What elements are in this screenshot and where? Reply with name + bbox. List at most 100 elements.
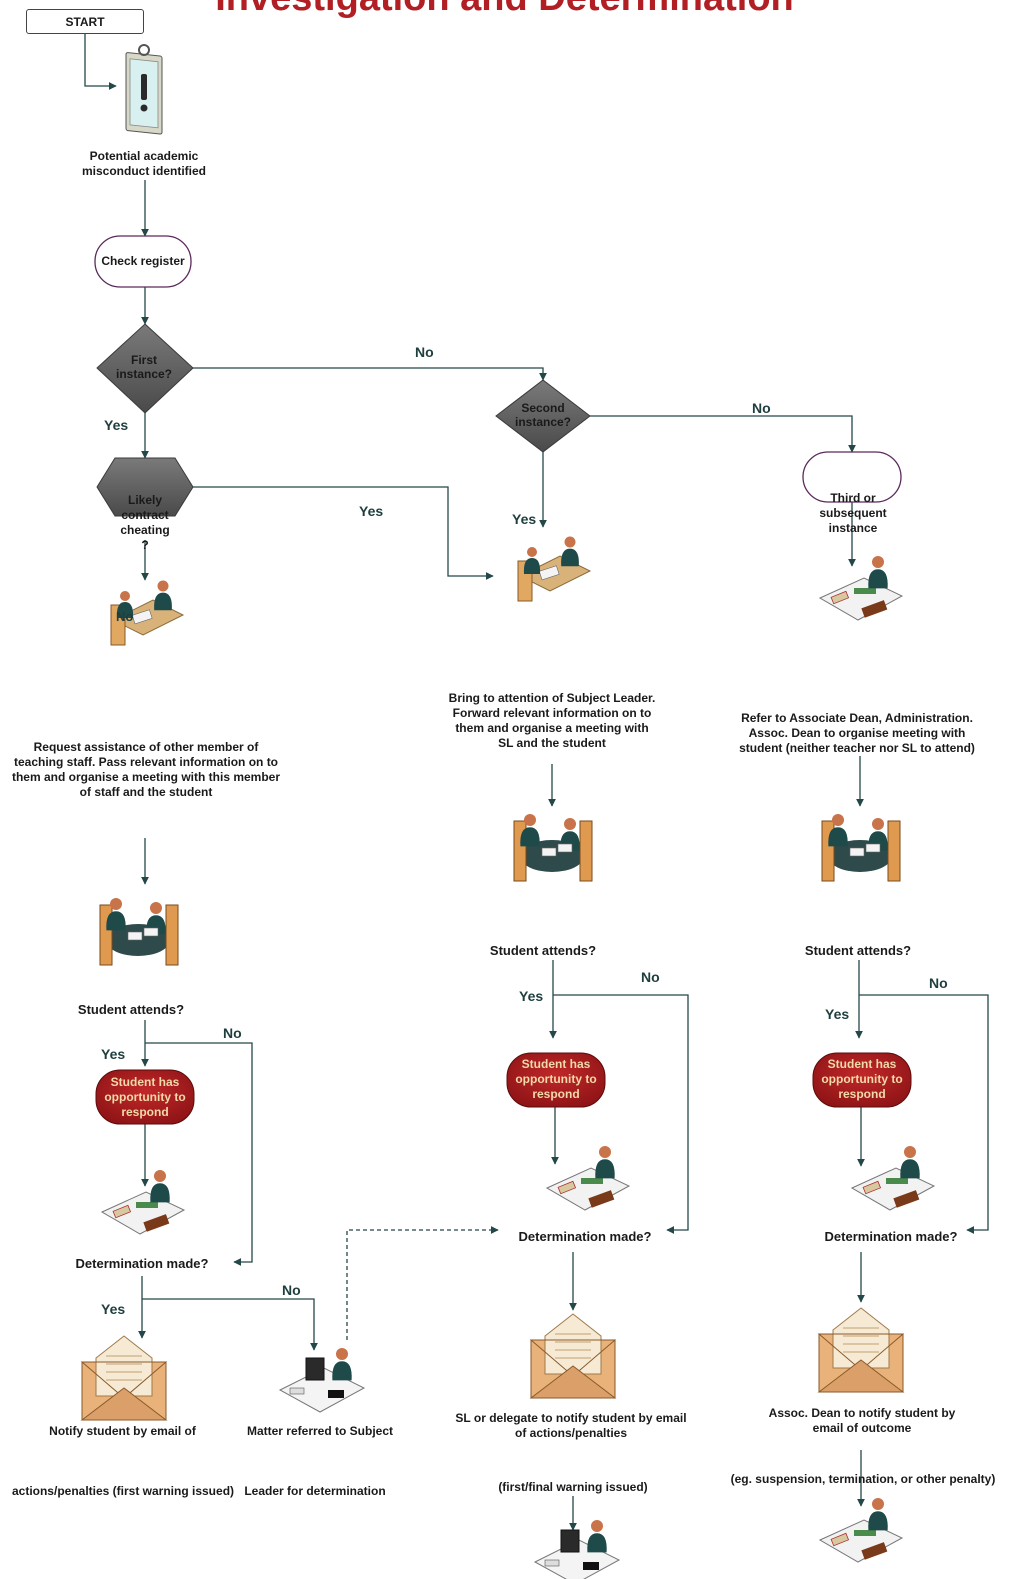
request-line-1: Request assistance of other member of	[33, 740, 259, 754]
first-yes-label: Yes	[104, 417, 129, 433]
request-line-3: them and organise a meeting with this me…	[11, 770, 281, 784]
page-title: Investigation and Determination	[0, 0, 1009, 18]
assoc-notify-text: Assoc. Dean to notify student by email o…	[753, 1406, 971, 1436]
mid-determination: Determination made?	[518, 1229, 652, 1244]
bring-line-4: SL and the student	[498, 736, 606, 750]
bring-attention-text: Bring to attention of Subject Leader. Fo…	[432, 691, 672, 751]
likely-line-2: contract	[121, 508, 169, 522]
left-det-no: No	[282, 1282, 301, 1298]
office-desk-icon-mid	[545, 1146, 631, 1211]
second-instance-diamond	[495, 379, 591, 453]
left-opp-line-3: respond	[121, 1105, 169, 1119]
bring-line-1: Bring to attention of Subject Leader.	[448, 691, 656, 705]
left-opportunity-label: Student has opportunity to respond	[96, 1075, 194, 1120]
refer-line-3: student (neither teacher nor SL to atten…	[739, 741, 975, 755]
first-instance-line-1: First	[130, 353, 157, 367]
bring-line-2: Forward relevant information on to	[452, 706, 652, 720]
mid-opp-line-3: respond	[532, 1087, 580, 1101]
potential-line-1: Potential academic	[89, 149, 199, 163]
sl-notify-line-2: of actions/penalties	[514, 1426, 628, 1440]
edge-second-no	[590, 415, 856, 453]
right-attends-yes: Yes	[825, 1006, 850, 1022]
notify-first-text: Notify student by email of	[49, 1424, 196, 1438]
second-instance-label: Second instance?	[505, 401, 581, 429]
likely-yes-label: Yes	[359, 503, 384, 519]
left-student-attends: Student attends?	[77, 1002, 185, 1017]
right-attends-no: No	[929, 975, 948, 991]
left-attends-yes: Yes	[101, 1046, 126, 1062]
second-instance-line-2: instance?	[514, 415, 571, 429]
third-line-2: subsequent	[819, 506, 887, 520]
likely-line-1: Likely	[127, 493, 163, 507]
potential-label: Potential academic misconduct identified	[64, 149, 224, 179]
likely-contract-hexagon	[96, 457, 194, 517]
right-opp-line-3: respond	[838, 1087, 886, 1101]
check-register-shape	[94, 235, 192, 288]
third-instance-shape	[802, 451, 902, 503]
assoc-notify-line-1: Assoc. Dean to notify student by	[768, 1406, 956, 1420]
edge-right-attends-no	[859, 994, 989, 1234]
desk-people-icon-mid	[517, 536, 592, 602]
right-opportunity-shape	[812, 1052, 912, 1108]
edge-first-no	[193, 367, 547, 381]
left-determination: Determination made?	[75, 1256, 209, 1271]
mid-attends-yes: Yes	[519, 988, 544, 1004]
sl-notify-line-1: SL or delegate to notify student by emai…	[455, 1411, 687, 1425]
mid-opportunity-label: Student has opportunity to respond	[507, 1057, 605, 1102]
edge-likely-yes	[193, 486, 494, 580]
matter-referred-text-2: Leader for determination	[244, 1484, 386, 1498]
bring-line-3: them and organise a meeting with	[455, 721, 649, 735]
mid-attends-no: No	[641, 969, 660, 985]
refer-line-1: Refer to Associate Dean, Administration.	[741, 711, 973, 725]
assoc-notify-line-2: email of outcome	[812, 1421, 912, 1435]
likely-line-4: ?	[141, 538, 149, 552]
notify-first-text-2: actions/penalties (first warning issued)	[11, 1484, 235, 1498]
first-instance-label: First instance?	[108, 353, 180, 381]
office-desk-icon-right	[818, 556, 904, 621]
edge-left-det-no	[142, 1298, 318, 1351]
edge-left-attends-no	[145, 1042, 253, 1266]
envelope-icon-left	[80, 1335, 168, 1421]
likely-line-3: cheating	[120, 523, 170, 537]
left-det-yes: Yes	[101, 1301, 126, 1317]
request-assistance-text: Request assistance of other member of te…	[4, 740, 288, 800]
third-instance-label: Third or subsequent instance	[803, 491, 903, 536]
office-desk-icon-bottom-right	[818, 1498, 904, 1563]
first-instance-diamond	[96, 323, 194, 414]
second-instance-line-1: Second	[521, 401, 565, 415]
potential-line-2: misconduct identified	[81, 164, 206, 178]
third-line-1: Third or	[830, 491, 876, 505]
edge-referred-determination	[346, 1226, 499, 1340]
office-desk-icon-left	[100, 1170, 186, 1235]
meeting-icon-left	[99, 898, 179, 966]
right-student-attends: Student attends?	[804, 943, 912, 958]
third-line-3: instance	[828, 521, 878, 535]
right-opportunity-label: Student has opportunity to respond	[813, 1057, 911, 1102]
likely-no-label: No	[116, 609, 134, 624]
people-desk-icons	[99, 536, 936, 1579]
request-line-4: of staff and the student	[79, 785, 213, 799]
sl-notify-text: SL or delegate to notify student by emai…	[446, 1411, 696, 1441]
refer-line-2: Assoc. Dean to organise meeting with	[748, 726, 966, 740]
left-opp-line-2: opportunity to	[104, 1090, 186, 1104]
right-determination: Determination made?	[824, 1229, 958, 1244]
left-opportunity-shape	[95, 1069, 195, 1125]
assoc-notify-text-2: (eg. suspension, termination, or other p…	[730, 1472, 996, 1486]
mid-student-attends: Student attends?	[489, 943, 597, 958]
request-line-2: teaching staff. Pass relevant informatio…	[13, 755, 279, 769]
envelope-icons	[80, 1307, 905, 1421]
check-register-label: Check register	[101, 254, 185, 268]
matter-referred-text: Matter referred to Subject	[246, 1424, 394, 1438]
computer-desk-icon-mid	[533, 1520, 621, 1579]
right-opp-line-2: opportunity to	[821, 1072, 903, 1086]
first-no-label: No	[415, 344, 434, 360]
envelope-icon-right	[817, 1307, 905, 1393]
start-node: START	[26, 9, 144, 34]
mid-opp-line-1: Student has	[521, 1057, 591, 1071]
second-yes-label: Yes	[512, 511, 537, 527]
left-attends-no: No	[223, 1025, 242, 1041]
mid-opportunity-shape	[506, 1052, 606, 1108]
meeting-icon-mid	[513, 814, 593, 882]
